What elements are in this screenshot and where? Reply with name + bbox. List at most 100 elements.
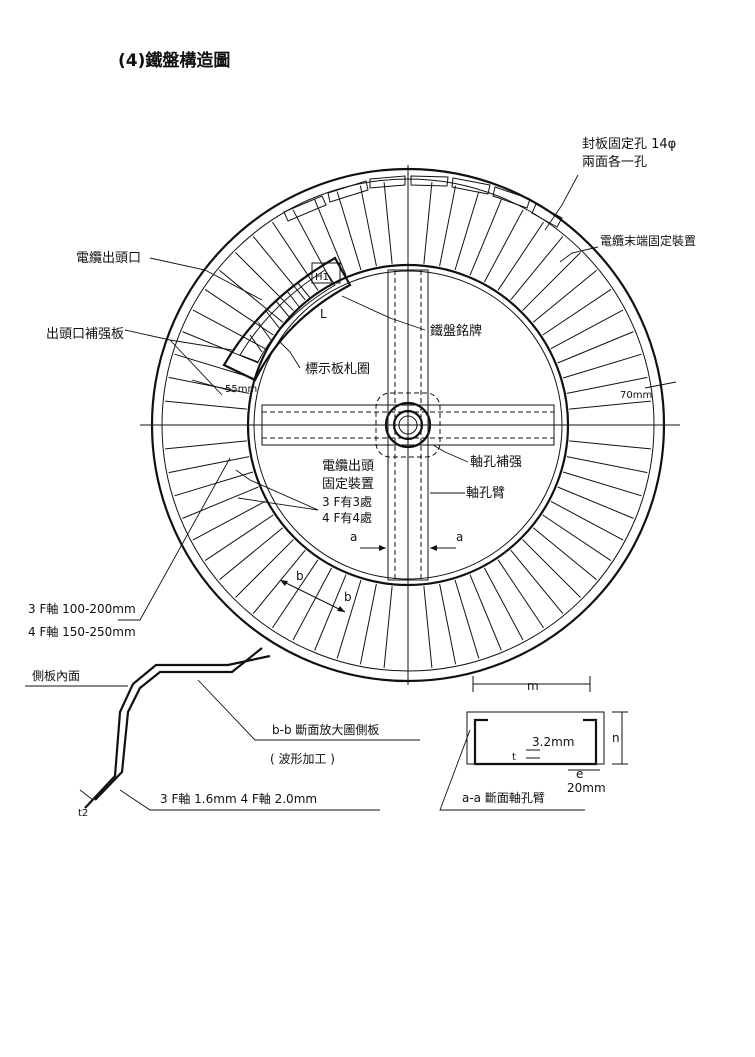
rib-line — [192, 500, 266, 541]
rib-line — [165, 400, 247, 410]
rib-line — [522, 539, 581, 598]
label-cable-end-fixture: 電纜末端固定裝置 — [600, 233, 696, 248]
label-outlet-reinforce: 出頭口補强板 — [46, 327, 124, 342]
rib-line — [439, 583, 457, 665]
rib-line — [557, 331, 634, 364]
label-nameplate: 鐵盤銘牌 — [430, 323, 482, 339]
label-cable-fix-4: 4 F有4處 — [322, 511, 372, 525]
label-t2: t2 — [78, 808, 88, 819]
rib-line — [314, 199, 347, 276]
rib-line — [272, 559, 319, 629]
label-dim-m: m — [527, 679, 539, 693]
leader-lines — [118, 174, 677, 621]
section-markers — [279, 545, 456, 613]
label-sec-b-2: b — [344, 590, 352, 604]
rib-line — [454, 579, 480, 659]
rib-line — [532, 269, 597, 323]
radial-ribs — [164, 181, 652, 669]
label-cable-outlet: 電纜出頭口 — [76, 250, 141, 266]
rib-line — [469, 574, 502, 651]
rib-line — [252, 549, 306, 614]
label-dim-55: 55mm — [225, 384, 257, 395]
label-axle-4f: 4 F軸 150-250mm — [28, 625, 136, 639]
rib-line — [252, 236, 306, 301]
label-cable-fix-3: 3 F有3處 — [322, 495, 372, 509]
label-dim-h1: H1 — [315, 272, 329, 283]
rib-line — [542, 289, 612, 336]
rib-line — [383, 182, 393, 264]
rib-line — [359, 583, 377, 665]
rib-line — [168, 456, 250, 474]
rib-line — [383, 586, 393, 668]
hub — [375, 392, 441, 458]
rib-line — [192, 309, 266, 350]
rib-line — [562, 353, 642, 379]
rib-line — [550, 500, 624, 541]
rib-line — [314, 574, 347, 651]
rib-line — [569, 440, 651, 450]
rib-line — [550, 309, 624, 350]
diagram-labels: 封板固定孔 14φ 兩面各一孔 電纜末端固定裝置 電纜出頭口 出頭口補强板 鐵盤… — [28, 137, 696, 819]
rib-line — [542, 514, 612, 561]
rib-line — [423, 586, 433, 668]
label-shaft-tube: 軸孔臂 — [466, 486, 505, 501]
label-aa-section: a-a 斷面軸孔臂 — [462, 791, 545, 805]
rib-line — [557, 486, 634, 519]
rib-line — [165, 440, 247, 450]
rib-line — [532, 527, 597, 581]
rib-line — [168, 376, 250, 394]
rib-line — [219, 527, 284, 581]
label-sec-a-left: a — [350, 530, 357, 544]
label-plate-ring: 標示板札圈 — [305, 362, 370, 377]
rib-line — [235, 252, 294, 311]
label-thickness: 3 F軸 1.6mm 4 F軸 2.0mm — [160, 792, 317, 806]
rib-line — [510, 549, 564, 614]
label-dim-l: L — [320, 307, 327, 321]
label-bb-section: b-b 斷面放大圖側板 — [272, 722, 379, 737]
label-corrugated: ( 波形加工 ) — [270, 752, 335, 766]
label-side-inner: 側板內面 — [32, 669, 80, 683]
rib-line — [569, 400, 651, 410]
rib-line — [454, 191, 480, 271]
rib-line — [522, 252, 581, 311]
label-dim-n: n — [612, 731, 620, 745]
rib-line — [423, 182, 433, 264]
rib-line — [497, 559, 544, 629]
label-seal-hole: 封板固定孔 14φ — [582, 137, 676, 152]
bb-section-sketch — [25, 647, 420, 811]
rib-line — [469, 199, 502, 276]
label-cable-fix-1: 電纜出頭 — [322, 458, 374, 474]
rib-line — [182, 486, 259, 519]
rib-line — [562, 471, 642, 497]
label-dim-e: e — [576, 767, 583, 781]
rib-line — [483, 209, 524, 283]
rib-line — [483, 567, 524, 641]
label-dim-32: 3.2mm — [532, 735, 574, 749]
label-axle-3f: 3 F軸 100-200mm — [28, 602, 136, 616]
rib-line — [174, 471, 254, 497]
label-seal-hole-2: 兩面各一孔 — [582, 154, 647, 170]
rib-line — [510, 236, 564, 301]
rib-line — [359, 185, 377, 267]
label-cable-fix-2: 固定裝置 — [322, 477, 374, 492]
aa-section-sketch — [439, 676, 628, 811]
rib-line — [439, 185, 457, 267]
rib-line — [204, 514, 274, 561]
rib-line — [235, 539, 294, 598]
rib-line — [182, 331, 259, 364]
cross-arms — [140, 165, 680, 685]
label-sec-b-1: b — [296, 569, 304, 583]
label-sec-a-right: a — [456, 530, 463, 544]
label-dim-70: 70mm — [620, 390, 652, 401]
label-dim-20: 20mm — [567, 781, 606, 795]
rib-line — [219, 269, 284, 323]
rib-line — [336, 579, 362, 659]
rib-line — [292, 567, 333, 641]
rib-line — [497, 221, 544, 291]
cable-outlet-window — [222, 256, 352, 382]
rib-line — [566, 456, 648, 474]
rib-line — [566, 376, 648, 394]
label-dim-t: t — [512, 752, 516, 763]
top-cover-plates — [283, 175, 563, 228]
rib-line — [336, 191, 362, 271]
